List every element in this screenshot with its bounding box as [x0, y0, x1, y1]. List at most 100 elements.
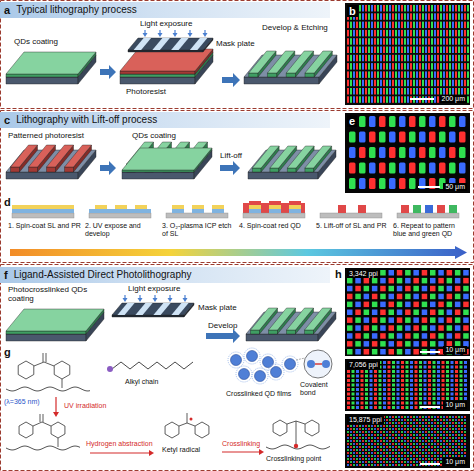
subpixel	[383, 63, 385, 70]
subpixel	[347, 63, 349, 70]
subpixel	[386, 464, 388, 466]
chemical-bond	[287, 421, 296, 424]
subpixel	[347, 30, 349, 37]
subpixel	[413, 458, 415, 460]
subpixel	[464, 449, 466, 451]
subpixel	[371, 47, 373, 54]
subpixel	[460, 388, 463, 391]
subpixel	[371, 22, 373, 29]
subpixel	[370, 406, 373, 409]
subpixel	[452, 30, 454, 37]
subpixel	[452, 63, 454, 70]
subpixel	[463, 302, 469, 308]
subpixel	[401, 30, 403, 37]
subpixel	[368, 425, 370, 427]
subpixel	[446, 440, 448, 442]
micrograph-panel: 3,342 ppi10 μm	[345, 268, 470, 356]
subpixel	[446, 30, 448, 37]
subpixel	[380, 349, 386, 355]
substrate	[6, 172, 78, 179]
panel-letter: b	[347, 5, 358, 17]
pixel-bar	[419, 116, 426, 127]
subpixel	[461, 431, 463, 433]
subpixel	[460, 370, 463, 373]
substrate	[166, 213, 228, 218]
subpixel	[446, 80, 448, 87]
subpixel	[407, 80, 409, 87]
subpixel	[413, 80, 415, 87]
subpixel	[428, 22, 430, 29]
subpixel	[389, 431, 391, 433]
subpixel	[407, 428, 409, 430]
subpixel	[461, 425, 463, 427]
subpixel	[449, 443, 451, 445]
subpixel	[406, 366, 409, 369]
subpixel	[389, 88, 391, 95]
subpixel	[464, 397, 467, 400]
subpixel	[440, 55, 442, 62]
subpixel	[404, 455, 406, 457]
subpixel	[434, 449, 436, 451]
subpixel	[359, 428, 361, 430]
subpixel	[364, 349, 370, 355]
subpixel	[350, 55, 352, 62]
subpixel	[359, 461, 361, 463]
subpixel	[389, 38, 391, 45]
subpixel	[461, 434, 463, 436]
subpixel	[365, 449, 367, 451]
subpixel	[350, 425, 352, 427]
subpixel	[428, 422, 430, 424]
subpixel	[455, 71, 457, 78]
light-ray-head	[183, 298, 188, 302]
panel-header: cLithography with Lift-off process	[0, 112, 330, 128]
subpixel	[413, 349, 419, 355]
subpixel	[389, 443, 391, 445]
subpixel	[449, 437, 451, 439]
subpixel	[428, 366, 431, 369]
subpixel	[443, 55, 445, 62]
subpixel	[419, 431, 421, 433]
subpixel	[392, 461, 394, 463]
mask-plate	[128, 50, 203, 52]
subpixel	[458, 449, 460, 451]
subpixel	[442, 388, 445, 391]
subpixel	[353, 449, 355, 451]
subpixel	[458, 422, 460, 424]
subpixel	[425, 22, 427, 29]
subpixel	[392, 425, 394, 427]
subpixel	[425, 440, 427, 442]
subpixel	[392, 379, 395, 382]
chemical-bond	[187, 413, 188, 423]
layer-label: QDs coating	[14, 38, 84, 47]
subpixel	[461, 38, 463, 45]
subpixel	[410, 455, 412, 457]
subpixel	[365, 458, 367, 460]
subpixel	[464, 416, 466, 418]
subpixel	[347, 341, 353, 347]
subpixel	[419, 370, 422, 373]
step-caption: 5. Lift-off of SL and PR	[316, 222, 390, 230]
photoresist-layer	[12, 205, 74, 209]
subpixel	[458, 434, 460, 436]
subpixel	[350, 71, 352, 78]
micrograph-ground	[345, 268, 470, 356]
subpixel	[455, 419, 457, 421]
subpixel	[449, 5, 451, 12]
pixel-bar	[379, 132, 386, 143]
subpixel	[422, 88, 424, 95]
subpixel	[464, 422, 466, 424]
chemical-bond	[315, 363, 322, 364]
direct-photolithography-steps	[6, 295, 336, 343]
subpixel	[347, 349, 353, 355]
subpixel	[410, 88, 412, 95]
subpixel	[430, 341, 436, 347]
subpixel	[347, 431, 349, 433]
pixel-bar	[429, 163, 436, 174]
subpixel	[377, 30, 379, 37]
subpixel	[392, 88, 394, 95]
subpixel	[431, 434, 433, 436]
subpixel	[392, 406, 395, 409]
subpixel	[356, 96, 358, 103]
subpixel	[374, 443, 376, 445]
subpixel	[407, 5, 409, 12]
